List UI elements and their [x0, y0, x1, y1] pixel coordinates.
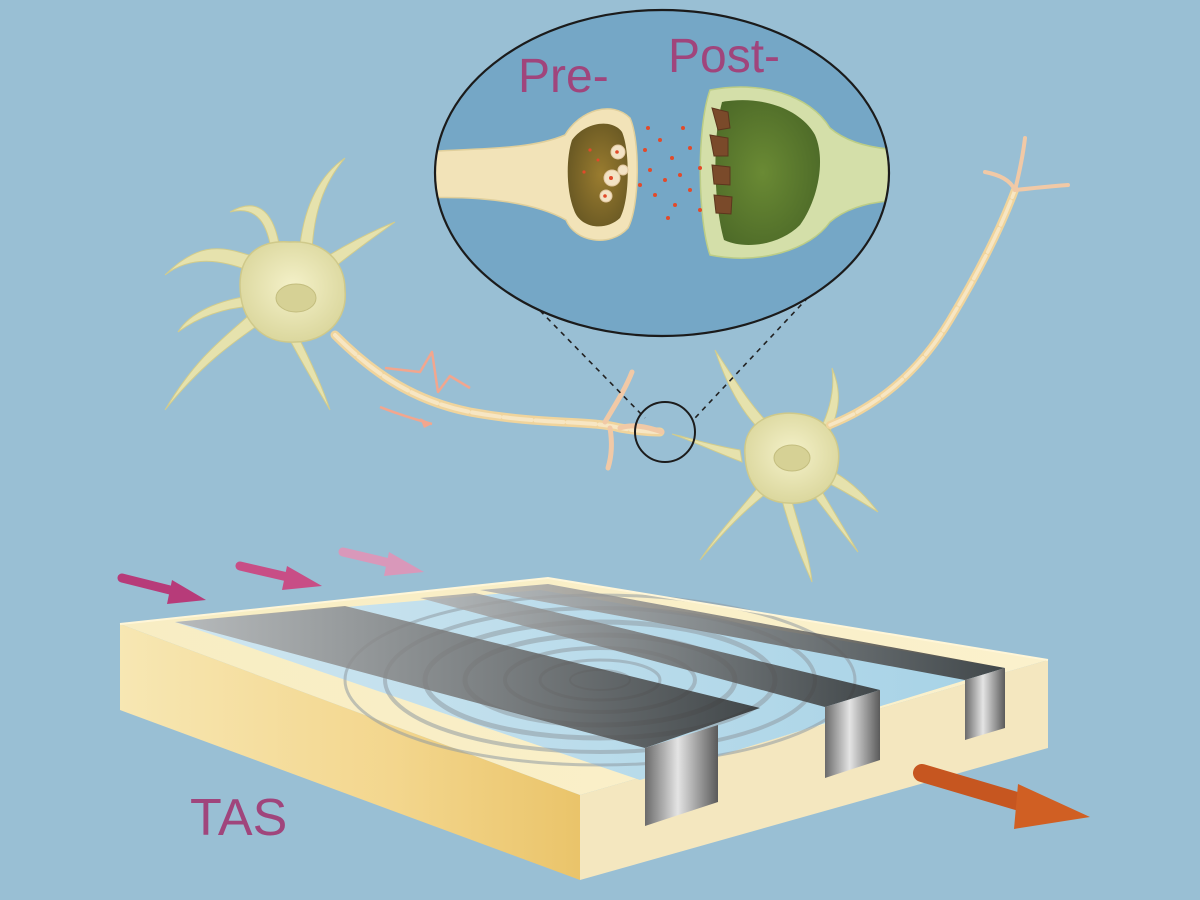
substrate-side	[580, 660, 1048, 880]
pre-label: Pre-	[518, 50, 609, 103]
post-label: Post-	[668, 30, 780, 83]
tas-label: TAS	[190, 789, 287, 847]
synapse-highlight-circle	[634, 401, 696, 463]
electrode-1-face	[645, 725, 718, 826]
presynaptic-nucleus	[275, 283, 317, 313]
postsynaptic-neuron	[671, 349, 879, 583]
neurotransmitters	[638, 126, 702, 220]
postsynaptic-terminal	[715, 100, 821, 246]
electrode-1-top	[175, 606, 760, 748]
presynaptic-neuron	[164, 157, 396, 411]
axon-tip-branches	[983, 136, 1070, 192]
input-arrow-3	[338, 547, 424, 576]
input-arrows	[117, 547, 424, 604]
electrode-2-face	[825, 690, 880, 778]
substrate-front	[120, 624, 580, 880]
synapse-zoom-view	[433, 8, 891, 338]
action-potential-spike	[384, 350, 471, 394]
electrode-3-top	[480, 584, 1005, 680]
input-arrow-1	[117, 573, 206, 604]
electrode-2-top	[420, 593, 880, 707]
tas-device	[119, 576, 1049, 880]
postsynaptic-nucleus	[773, 444, 811, 472]
postsynaptic-receptors	[709, 107, 733, 215]
output-arrow	[913, 764, 1090, 829]
input-arrow-2	[235, 561, 322, 590]
electrode-3-face	[965, 668, 1005, 740]
axon-terminal-branches	[602, 369, 665, 471]
